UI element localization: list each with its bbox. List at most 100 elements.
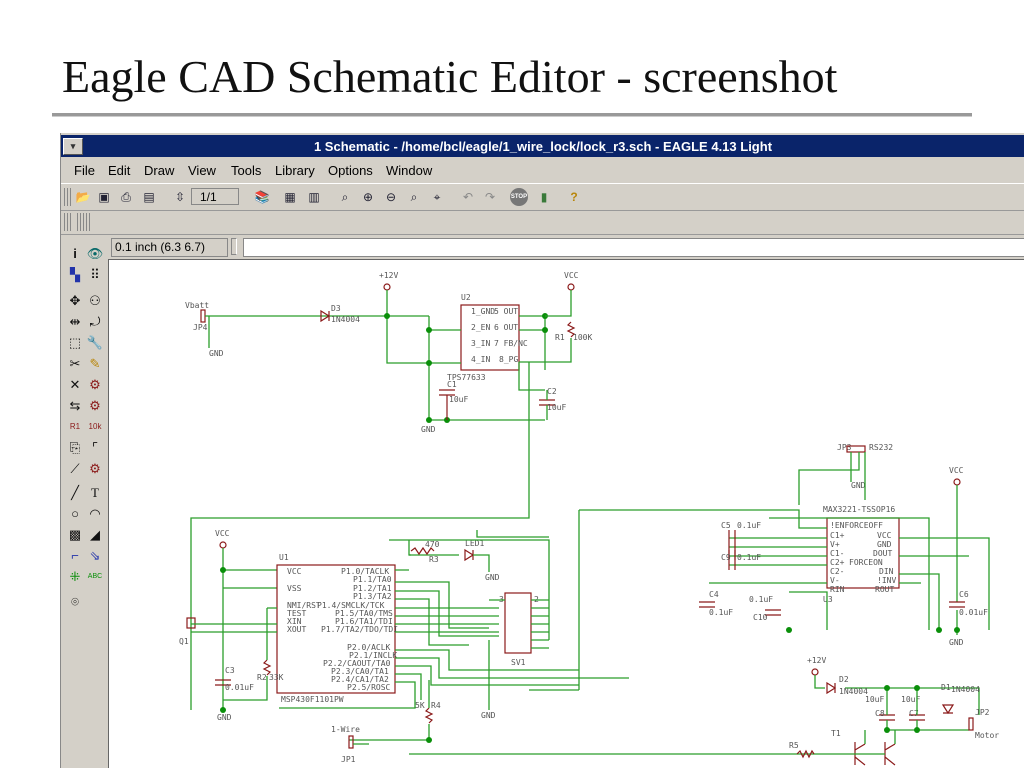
c1-capacitor[interactable] (439, 389, 455, 420)
change-icon[interactable]: 🔧 (86, 335, 104, 350)
u2-regulator[interactable] (460, 304, 520, 371)
zoom-select-icon[interactable]: ⌖ (433, 190, 441, 204)
menu-edit[interactable]: Edit (108, 163, 131, 178)
led1-diode[interactable] (464, 548, 475, 562)
menu-tools[interactable]: Tools (231, 163, 262, 178)
jp1-connector[interactable] (348, 735, 354, 749)
pinswap-icon[interactable]: ⇆ (69, 398, 81, 413)
r1-resistor[interactable] (566, 321, 576, 338)
svg-text:VCC: VCC (564, 271, 579, 280)
bus-icon[interactable]: ⌐ (71, 548, 79, 563)
param-grip-2[interactable] (77, 213, 91, 231)
replace-icon[interactable]: R1 (69, 422, 81, 431)
toolbar-grip[interactable] (64, 188, 72, 206)
mirror-icon[interactable]: ⇹ (69, 314, 81, 329)
paste-icon[interactable]: ✎ (89, 356, 101, 371)
c3-capacitor[interactable] (215, 679, 231, 686)
add-icon[interactable]: ⚙ (89, 377, 101, 392)
display-icon[interactable]: ▚ (70, 267, 80, 282)
window-titlebar[interactable]: ▾ 1 Schematic - /home/bcl/eagle/1_wire_l… (61, 135, 1024, 157)
go-icon[interactable]: ▮ (540, 190, 548, 204)
svg-text:GND: GND (949, 638, 964, 647)
svg-text:GND: GND (217, 713, 232, 722)
print-icon[interactable]: ⎙ (121, 190, 131, 204)
text-icon[interactable]: T (91, 485, 99, 500)
command-line-input[interactable] (243, 238, 1024, 257)
zoom-redraw-icon[interactable]: ⌕ (410, 190, 418, 204)
c6-capacitor[interactable] (949, 601, 965, 608)
rotate-icon[interactable]: ⤾ (89, 314, 101, 329)
c4-capacitor[interactable] (699, 601, 715, 608)
sheet-select[interactable]: 1/1 (191, 188, 239, 205)
sv1-header[interactable] (504, 592, 532, 654)
menu-library[interactable]: Library (275, 163, 315, 178)
r2-resistor[interactable] (262, 659, 272, 676)
svg-text:+12V: +12V (379, 271, 398, 280)
schematic-canvas[interactable]: Vbatt JP4 GND D3 1N4004 +12V U2 1_GND 2_… (108, 259, 1024, 768)
net-icon[interactable]: ⇘ (89, 548, 101, 563)
gateswap-icon[interactable]: ⚙ (89, 398, 101, 413)
ulp-icon[interactable]: ▥ (308, 190, 320, 204)
group-icon[interactable]: ⬚ (68, 335, 82, 350)
window-menu-icon[interactable]: ▾ (63, 138, 83, 155)
library-icon[interactable]: 📚 (254, 190, 270, 204)
polygon-icon[interactable]: ◢ (90, 527, 100, 542)
show-icon[interactable]: 👁 (86, 246, 104, 261)
circle-icon[interactable]: ○ (71, 506, 79, 521)
zoom-fit-icon[interactable]: ⌕ (341, 190, 349, 204)
menu-options[interactable]: Options (328, 163, 373, 178)
copy-icon[interactable]: ⚇ (89, 293, 101, 308)
split-icon[interactable]: ⟋ (70, 461, 80, 476)
d3-diode[interactable] (320, 309, 331, 323)
undo-icon[interactable]: ↶ (462, 190, 474, 204)
menu-window[interactable]: Window (386, 163, 433, 178)
r5-resistor[interactable] (796, 749, 815, 759)
q1-crystal[interactable] (186, 617, 196, 629)
jp4-connector[interactable] (200, 309, 206, 323)
d1-diode[interactable] (941, 704, 955, 715)
r3-resistor[interactable] (410, 546, 435, 556)
wire-icon[interactable]: ╱ (71, 485, 79, 500)
c10-capacitor[interactable] (765, 609, 781, 616)
info-icon[interactable]: i (73, 246, 77, 261)
erc-icon[interactable]: ⌾ (71, 594, 79, 609)
name-icon[interactable]: 10k (88, 422, 102, 431)
rect-icon[interactable]: ▩ (68, 527, 82, 542)
menu-file[interactable]: File (74, 163, 95, 178)
zoom-out-icon[interactable]: ⊖ (385, 190, 397, 204)
open-icon[interactable]: 📂 (75, 190, 91, 204)
jp3-connector[interactable] (846, 445, 866, 453)
arc-icon[interactable]: ◠ (89, 506, 101, 521)
c9-capacitor[interactable] (728, 550, 736, 570)
cam-icon[interactable]: ▤ (143, 190, 155, 204)
svg-text:C1+: C1+ (830, 531, 845, 540)
miter-icon[interactable]: ⌜ (91, 440, 99, 455)
param-grip-1[interactable] (64, 213, 72, 231)
r4-resistor[interactable] (424, 707, 434, 724)
svg-text:JP4: JP4 (193, 323, 208, 332)
redo-icon[interactable]: ↷ (484, 190, 496, 204)
mark-icon[interactable]: ⠿ (90, 267, 100, 282)
delete-icon[interactable]: ✕ (69, 377, 81, 392)
d2-diode[interactable] (826, 681, 837, 695)
sheet-icon[interactable]: ⇳ (174, 190, 186, 204)
label-icon[interactable]: ABC (87, 573, 103, 580)
menu-view[interactable]: View (188, 163, 216, 178)
junction-icon[interactable]: ⁜ (69, 569, 81, 584)
save-icon[interactable]: ▣ (98, 190, 110, 204)
jp2-connector[interactable] (968, 717, 974, 731)
script-icon[interactable]: ▦ (284, 190, 296, 204)
svg-text:GND: GND (209, 349, 224, 358)
u1-msp430[interactable] (276, 564, 396, 694)
svg-text:33K: 33K (269, 673, 284, 682)
move-icon[interactable]: ✥ (69, 293, 81, 308)
menu-draw[interactable]: Draw (144, 163, 175, 178)
stop-icon[interactable]: STOP (510, 188, 528, 206)
svg-text:P1.1/TA0: P1.1/TA0 (353, 575, 392, 584)
svg-text:0.1uF: 0.1uF (737, 521, 761, 530)
zoom-in-icon[interactable]: ⊕ (362, 190, 374, 204)
invoke-icon[interactable]: ⚙ (89, 461, 101, 476)
cut-icon[interactable]: ✂ (69, 356, 81, 371)
help-icon[interactable]: ? (570, 190, 578, 204)
value-icon[interactable]: ⎘ (69, 440, 81, 455)
